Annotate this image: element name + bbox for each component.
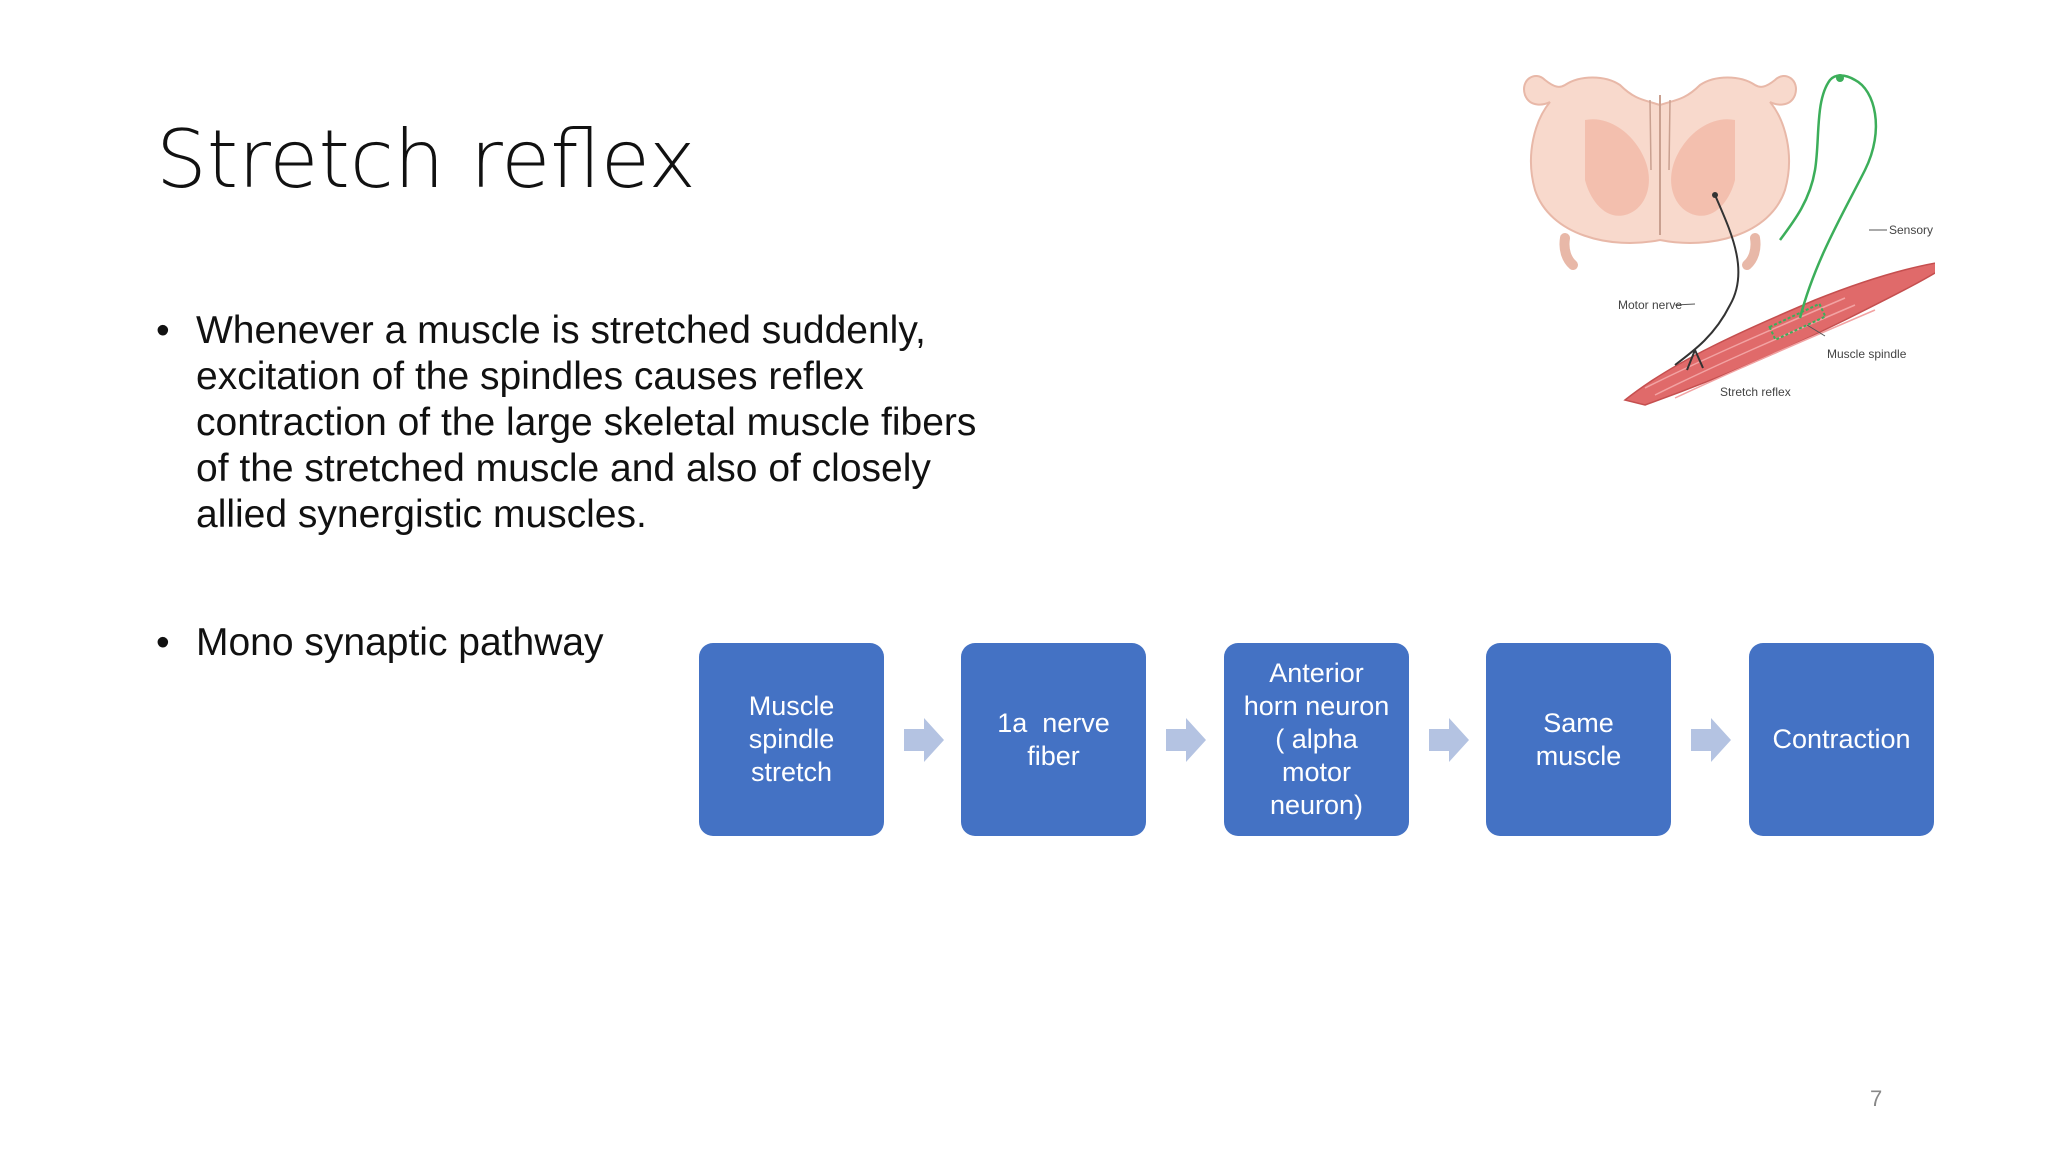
page-number: 7 (1870, 1086, 1882, 1112)
label-motor-nerve: Motor nerve (1618, 298, 1682, 312)
flow-step-1a-nerve-fiber: 1a nerve fiber (961, 643, 1146, 836)
slide-title: Stretch reflex (156, 110, 696, 210)
flow-step-line: Same (1528, 707, 1630, 740)
arrow-right-icon (1429, 718, 1469, 762)
flow-step-anterior-horn-neuron: Anterior horn neuron ( alpha motor neuro… (1224, 643, 1409, 836)
bullet-line: contraction of the large skeletal muscle… (196, 400, 1010, 446)
muscle-illustration (1625, 260, 1935, 405)
bullet-list: • Whenever a muscle is stretched suddenl… (150, 308, 1010, 666)
sensory-ganglion-icon (1836, 74, 1844, 82)
arrow-right-icon (1166, 718, 1206, 762)
motor-neuron-body-icon (1712, 192, 1718, 198)
spinal-cord-reflex-illustration: Sensory nerve Motor nerve Muscle spindle… (1515, 60, 1935, 420)
flow-step-line: fiber (989, 740, 1118, 773)
flow-step-line: Muscle (741, 690, 843, 723)
flow-step-muscle-spindle: Muscle spindle stretch (699, 643, 884, 836)
label-sensory-nerve: Sensory nerve (1889, 223, 1935, 237)
arrow-right-icon (1691, 718, 1731, 762)
bullet-line: Whenever a muscle is stretched suddenly, (196, 308, 1010, 354)
bullet-dot-icon: • (156, 620, 170, 666)
flow-step-line: Anterior (1244, 657, 1390, 690)
flow-step-line: 1a nerve (989, 707, 1118, 740)
spinal-cord-cross-section (1524, 76, 1796, 265)
flow-step-line: motor (1244, 756, 1390, 789)
bullet-dot-icon: • (156, 308, 170, 354)
flow-step-line: horn neuron (1244, 690, 1390, 723)
label-stretch-reflex: Stretch reflex (1720, 385, 1791, 399)
arrow-right-icon (904, 718, 944, 762)
flow-step-line: spindle (741, 723, 843, 756)
flow-step-line: stretch (741, 756, 843, 789)
sensory-nerve-path (1780, 76, 1876, 319)
bullet-line: allied synergistic muscles. (196, 492, 1010, 538)
flow-step-contraction: Contraction (1749, 643, 1934, 836)
flow-step-line: muscle (1528, 740, 1630, 773)
flow-step-line: Contraction (1764, 723, 1918, 756)
flow-step-line: ( alpha (1244, 723, 1390, 756)
flow-step-same-muscle: Same muscle (1486, 643, 1671, 836)
bullet-line: of the stretched muscle and also of clos… (196, 446, 1010, 492)
bullet-item: • Whenever a muscle is stretched suddenl… (150, 308, 1010, 538)
bullet-line: excitation of the spindles causes reflex (196, 354, 1010, 400)
flow-step-line: neuron) (1244, 789, 1390, 822)
pathway-flow: Muscle spindle stretch 1a nerve fiber An… (699, 643, 1935, 836)
label-muscle-spindle: Muscle spindle (1827, 347, 1907, 361)
